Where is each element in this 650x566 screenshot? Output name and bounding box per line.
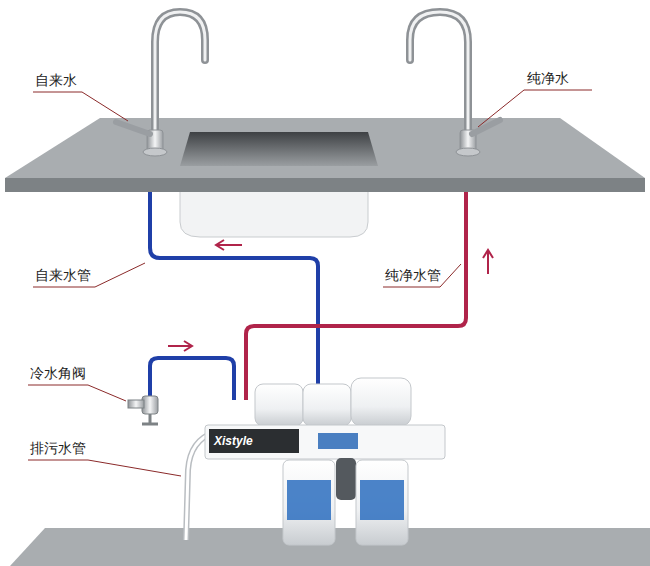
inlet-hose xyxy=(150,358,234,400)
brand-logo: Xistyle xyxy=(214,434,253,448)
callout-label: 排污水管 xyxy=(30,439,86,457)
callout-label: 纯净水管 xyxy=(385,266,441,284)
sink-basin xyxy=(180,190,368,237)
sink-opening xyxy=(180,132,378,166)
angle-valve xyxy=(128,396,158,424)
countertop-edge xyxy=(5,178,645,192)
flow-arrow xyxy=(168,240,493,351)
callout-label: 纯净水 xyxy=(527,69,569,87)
leader-line xyxy=(28,90,592,476)
purifier xyxy=(205,378,445,545)
callout-label: 自来水管 xyxy=(35,266,91,284)
callout-label: 冷水角阀 xyxy=(30,364,86,382)
tap-faucet xyxy=(116,12,205,156)
pure-water-pipe xyxy=(246,192,466,400)
pure-water-faucet xyxy=(410,12,500,156)
countertop xyxy=(5,118,645,178)
callout-label: 自来水 xyxy=(35,71,77,89)
